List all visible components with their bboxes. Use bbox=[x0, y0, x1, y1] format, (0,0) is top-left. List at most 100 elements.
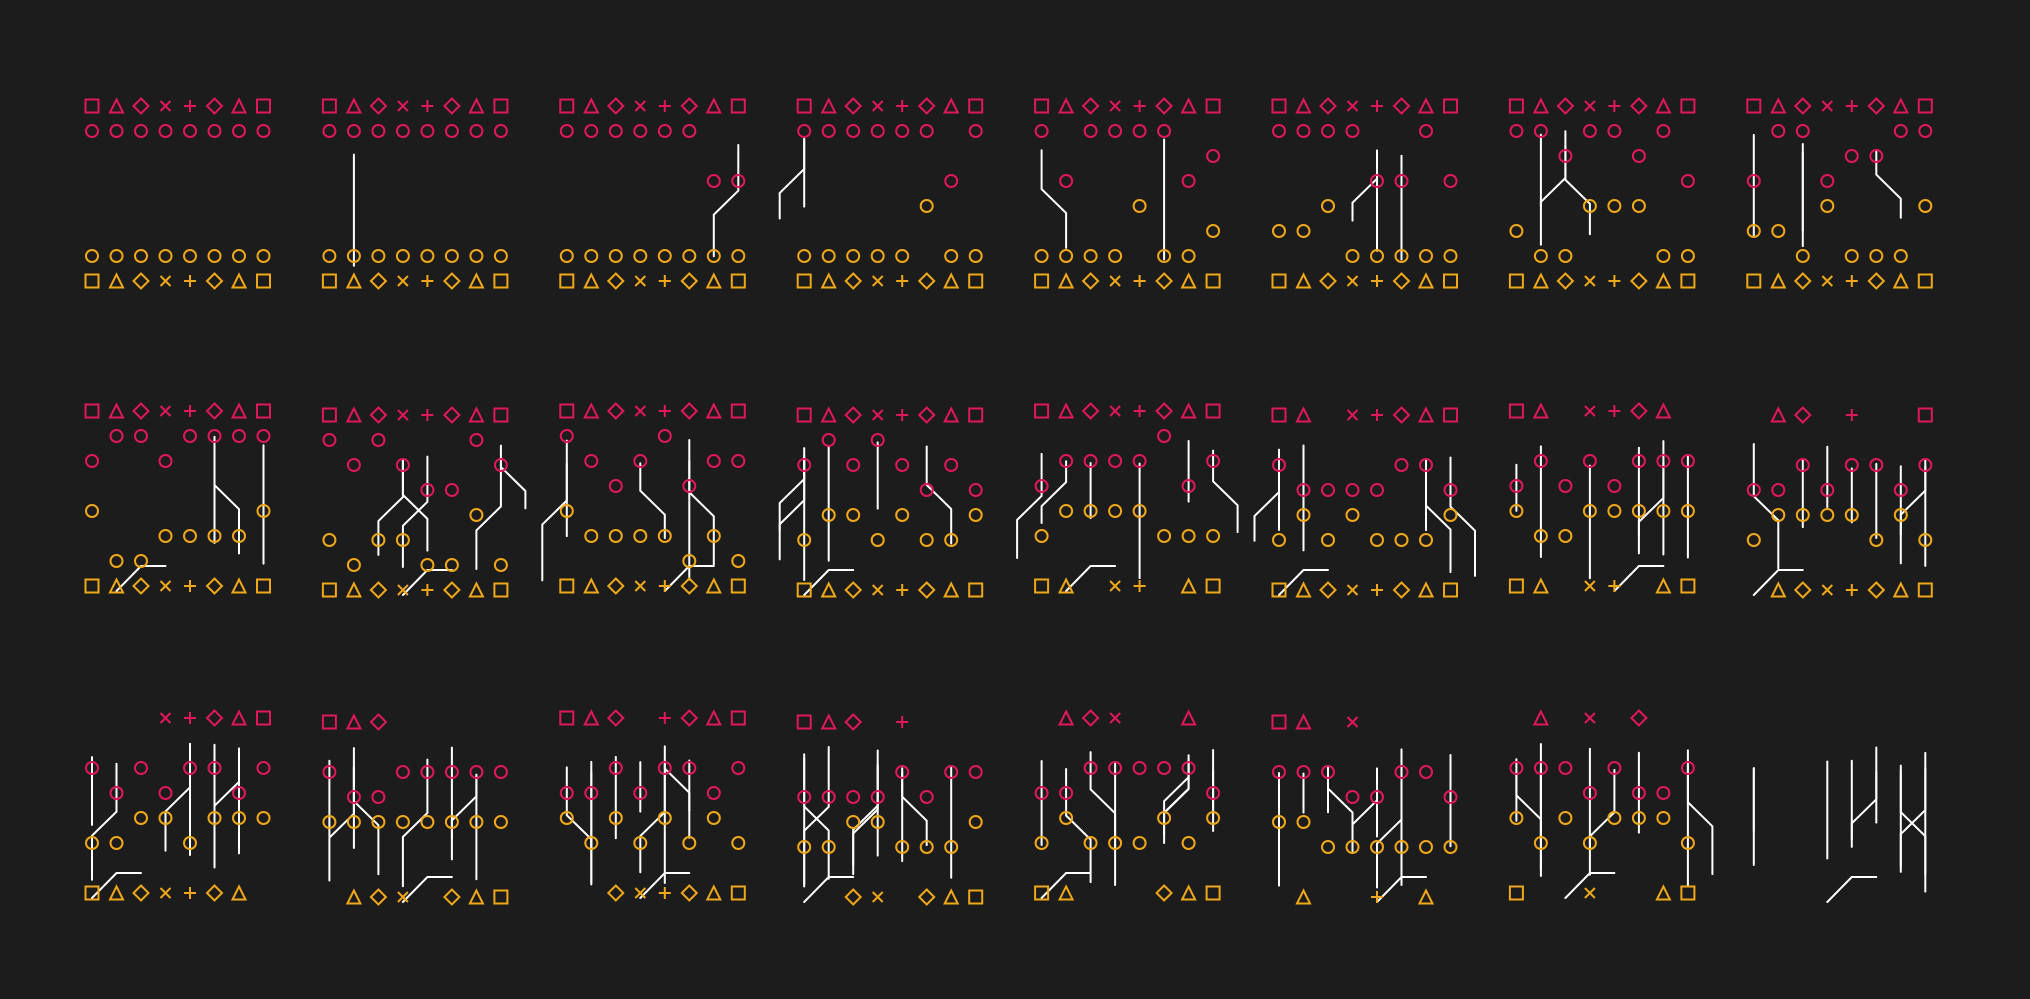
diamond-icon bbox=[846, 99, 861, 114]
circle-icon bbox=[1510, 125, 1522, 137]
plus-icon bbox=[421, 584, 433, 596]
circle-icon bbox=[610, 250, 622, 262]
plus-icon bbox=[659, 580, 671, 592]
square-icon bbox=[798, 716, 811, 729]
plus-icon bbox=[896, 584, 908, 596]
plus-icon bbox=[1371, 584, 1383, 596]
circle-icon bbox=[258, 125, 270, 137]
square-icon bbox=[1510, 100, 1523, 113]
triangle-icon bbox=[1772, 584, 1785, 597]
wire-line bbox=[1901, 768, 1926, 871]
triangle-icon bbox=[1060, 887, 1073, 900]
triangle-icon bbox=[945, 584, 958, 597]
plus-icon bbox=[184, 405, 196, 417]
triangle-icon bbox=[347, 891, 360, 904]
diamond-icon bbox=[682, 404, 697, 419]
square-icon bbox=[798, 409, 811, 422]
diamond-icon bbox=[1869, 99, 1884, 114]
circle-icon bbox=[921, 791, 933, 803]
circle-icon bbox=[659, 430, 671, 442]
triangle-icon bbox=[822, 716, 835, 729]
square-icon bbox=[323, 100, 336, 113]
triangle-icon bbox=[470, 275, 483, 288]
triangle-icon bbox=[233, 405, 246, 418]
circle-icon bbox=[610, 530, 622, 542]
circle-icon bbox=[1085, 250, 1097, 262]
circle-icon bbox=[1298, 816, 1310, 828]
circle-icon bbox=[421, 125, 433, 137]
plus-icon bbox=[184, 887, 196, 899]
circle-icon bbox=[1158, 762, 1170, 774]
circle-icon bbox=[135, 762, 147, 774]
square-icon bbox=[1919, 584, 1932, 597]
plus-icon bbox=[1134, 405, 1146, 417]
circle-icon bbox=[258, 250, 270, 262]
square-icon bbox=[257, 405, 270, 418]
triangle-icon bbox=[1420, 584, 1433, 597]
triangle-icon bbox=[1297, 100, 1310, 113]
circle-icon bbox=[397, 125, 409, 137]
diamond-icon bbox=[207, 579, 222, 594]
circle-icon bbox=[823, 434, 835, 446]
diamond-icon bbox=[846, 583, 861, 598]
square-icon bbox=[1035, 275, 1048, 288]
square-icon bbox=[86, 405, 99, 418]
circle-icon bbox=[111, 430, 123, 442]
circle-icon bbox=[1895, 125, 1907, 137]
circle-icon bbox=[111, 837, 123, 849]
circle-icon bbox=[1347, 250, 1359, 262]
diamond-icon bbox=[134, 886, 149, 901]
wire-line bbox=[501, 446, 526, 509]
square-icon bbox=[494, 584, 507, 597]
cross-icon bbox=[635, 276, 645, 286]
wire-line bbox=[92, 764, 117, 880]
diamond-icon bbox=[846, 274, 861, 289]
diamond-icon bbox=[608, 579, 623, 594]
diamond-icon bbox=[1394, 99, 1409, 114]
diamond-icon bbox=[1083, 274, 1098, 289]
diamond-icon bbox=[371, 99, 386, 114]
cross-icon bbox=[635, 581, 645, 591]
circle-icon bbox=[184, 530, 196, 542]
circle-icon bbox=[585, 250, 597, 262]
circle-icon bbox=[397, 250, 409, 262]
circle-icon bbox=[970, 816, 982, 828]
square-icon bbox=[1919, 100, 1932, 113]
square-icon bbox=[969, 891, 982, 904]
plus-icon bbox=[1608, 405, 1620, 417]
circle-icon bbox=[1273, 125, 1285, 137]
circle-icon bbox=[160, 530, 172, 542]
square-icon bbox=[969, 275, 982, 288]
diamond-icon bbox=[608, 711, 623, 726]
circle-icon bbox=[945, 459, 957, 471]
wire-line bbox=[1639, 463, 1664, 554]
diamond-icon bbox=[444, 274, 459, 289]
wire-line bbox=[804, 754, 829, 879]
diamond-icon bbox=[1394, 583, 1409, 598]
circle-icon bbox=[1158, 125, 1170, 137]
diamond-icon bbox=[919, 274, 934, 289]
circle-icon bbox=[1559, 812, 1571, 824]
circle-icon bbox=[495, 125, 507, 137]
plus-icon bbox=[659, 712, 671, 724]
diamond-icon bbox=[1631, 99, 1646, 114]
wire-line bbox=[1213, 451, 1238, 532]
circle-icon bbox=[323, 434, 335, 446]
cross-icon bbox=[161, 888, 171, 898]
diamond-icon bbox=[207, 711, 222, 726]
circle-icon bbox=[86, 455, 98, 467]
circle-icon bbox=[1322, 534, 1334, 546]
diamond-icon bbox=[682, 274, 697, 289]
square-icon bbox=[494, 275, 507, 288]
diamond-icon bbox=[608, 404, 623, 419]
circle-icon bbox=[421, 816, 433, 828]
diamond-icon bbox=[207, 886, 222, 901]
triangle-icon bbox=[1657, 887, 1670, 900]
circle-icon bbox=[1322, 125, 1334, 137]
triangle-icon bbox=[1297, 891, 1310, 904]
circle-icon bbox=[1420, 766, 1432, 778]
circle-icon bbox=[1608, 200, 1620, 212]
circle-icon bbox=[421, 250, 433, 262]
plus-icon bbox=[1134, 100, 1146, 112]
